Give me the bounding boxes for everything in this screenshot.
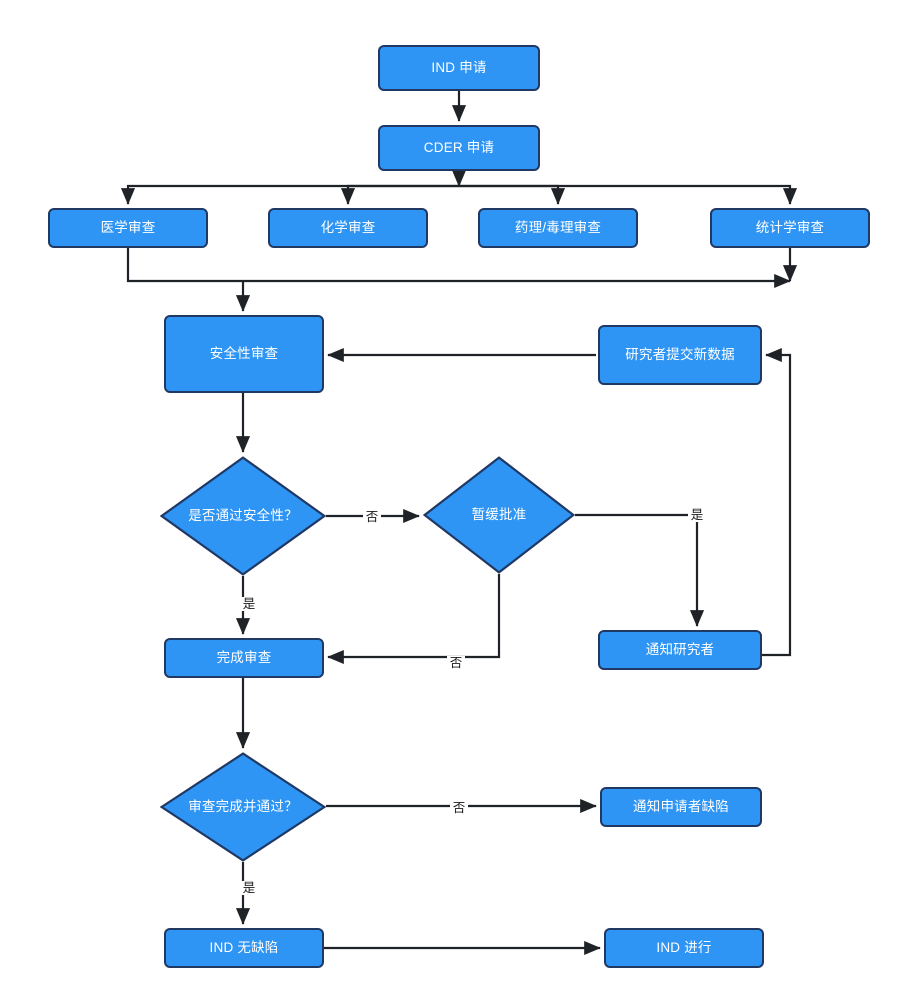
node-ind_application[interactable]: IND 申请 — [378, 45, 540, 91]
node-safety_decision[interactable]: 是否通过安全性？ — [160, 456, 326, 576]
edge-e-bus-stats — [459, 184, 798, 205]
edge-label-e-hold-notify: 是 — [687, 507, 707, 523]
node-label-safety_review: 安全性审查 — [209, 345, 279, 361]
edge-e-bus-medical — [120, 184, 459, 205]
node-label-pharm_tox_review: 药理/毒理审查 — [514, 219, 602, 235]
node-medical_review[interactable]: 医学审查 — [48, 208, 208, 248]
edge-e-medical-merge — [126, 248, 791, 289]
node-label-review_decision: 审查完成并通过？ — [188, 798, 298, 814]
node-notify_deficiency[interactable]: 通知申请者缺陷 — [600, 787, 762, 827]
node-label-clinical_hold: 暂缓批准 — [471, 506, 527, 522]
node-label-ind_application: IND 申请 — [431, 59, 487, 75]
node-clinical_hold[interactable]: 暂缓批准 — [423, 456, 575, 574]
node-stats_review[interactable]: 统计学审查 — [710, 208, 870, 248]
node-label-safety_decision: 是否通过安全性？ — [188, 507, 298, 523]
edge-label-e-hold-complete: 否 — [446, 655, 466, 671]
node-new_data[interactable]: 研究者提交新数据 — [598, 325, 762, 385]
edge-e-bus-pharmtox — [459, 184, 566, 205]
diamond-shape-safety_decision — [160, 456, 326, 576]
node-label-stats_review: 统计学审查 — [755, 219, 825, 235]
node-label-notify_investigator: 通知研究者 — [645, 641, 715, 657]
node-label-new_data: 研究者提交新数据 — [625, 346, 735, 362]
edge-label-e-decision-complete: 是 — [239, 596, 259, 612]
edge-label-e-review-deficiency: 否 — [449, 800, 469, 816]
edge-e-bus-chemistry — [340, 184, 459, 205]
edge-e-notify-newdata — [762, 347, 792, 657]
node-cder_application[interactable]: CDER 申请 — [378, 125, 540, 171]
node-ind_proceed[interactable]: IND 进行 — [604, 928, 764, 968]
node-label-ind_proceed: IND 进行 — [656, 939, 712, 955]
node-review_decision[interactable]: 审查完成并通过？ — [160, 752, 326, 862]
edge-label-e-decision-hold: 否 — [362, 509, 382, 525]
node-label-medical_review: 医学审查 — [100, 219, 156, 235]
node-pharm_tox_review[interactable]: 药理/毒理审查 — [478, 208, 638, 248]
node-complete_review[interactable]: 完成审查 — [164, 638, 324, 678]
node-notify_investigator[interactable]: 通知研究者 — [598, 630, 762, 670]
edge-label-e-review-nodeficiency: 是 — [239, 880, 259, 896]
node-label-notify_deficiency: 通知申请者缺陷 — [633, 798, 729, 814]
node-label-cder_application: CDER 申请 — [423, 139, 495, 155]
node-safety_review[interactable]: 安全性审查 — [164, 315, 324, 393]
node-label-complete_review: 完成审查 — [216, 649, 272, 665]
node-label-ind_no_deficiency: IND 无缺陷 — [209, 939, 279, 955]
edge-e-hold-complete — [327, 574, 501, 665]
node-label-chemistry_review: 化学审查 — [320, 219, 376, 235]
diamond-shape-clinical_hold — [423, 456, 575, 574]
diamond-shape-review_decision — [160, 752, 326, 862]
edge-e-hold-notify — [575, 513, 705, 627]
node-chemistry_review[interactable]: 化学审查 — [268, 208, 428, 248]
node-ind_no_deficiency[interactable]: IND 无缺陷 — [164, 928, 324, 968]
